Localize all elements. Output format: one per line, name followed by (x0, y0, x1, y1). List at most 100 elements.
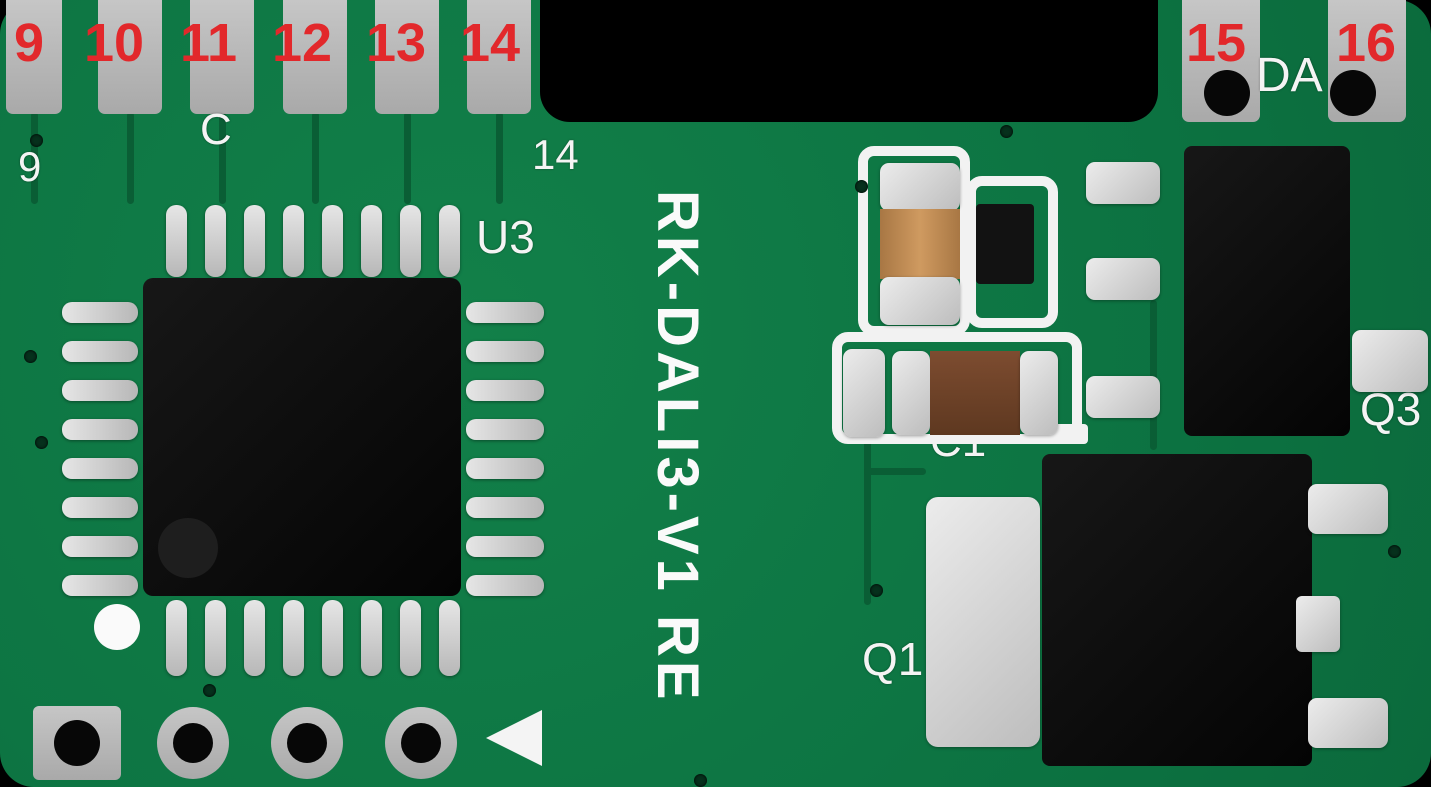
via-hole (694, 774, 707, 787)
copper-trace (31, 112, 38, 204)
pad-hole (54, 720, 100, 766)
transistor-q1-lead (1308, 484, 1388, 534)
chip-pin (439, 600, 460, 676)
capacitor-c1-terminal (1020, 351, 1058, 435)
chip-pin (322, 205, 343, 277)
via-hole (870, 584, 883, 597)
chip-pin (466, 575, 544, 596)
chip-pin (466, 380, 544, 401)
chip-pin (244, 600, 265, 676)
transistor-q3-lead (1086, 162, 1160, 204)
chip-pin (166, 600, 187, 676)
silkscreen-label-pin14: 14 (532, 131, 579, 178)
chip-pin (205, 600, 226, 676)
chip-pin (361, 600, 382, 676)
transistor-q1-body (1042, 454, 1312, 766)
component-outline (966, 176, 1058, 328)
capacitor-c1-terminal (892, 351, 930, 435)
chip-pin (466, 419, 544, 440)
via-hole (855, 180, 868, 193)
chip-pin (466, 302, 544, 323)
via-hole (35, 436, 48, 449)
transistor-q1-tab-pad (926, 497, 1040, 747)
pad-number-label-16: 16 (1336, 13, 1397, 73)
silkscreen-label-q3: Q3 (1360, 383, 1422, 435)
chip-pin1-dimple (158, 518, 218, 578)
silkscreen-label-c: C (200, 105, 232, 154)
chip-pin (62, 302, 138, 323)
copper-trace (496, 112, 503, 204)
pad-number-label-9: 9 (14, 13, 45, 73)
chip-pin (361, 205, 382, 277)
chip-pin (166, 205, 187, 277)
chip-pin (62, 497, 138, 518)
capacitor-c1-body (930, 351, 1020, 435)
pad-number-label-11: 11 (180, 13, 238, 73)
pad-hole (173, 723, 213, 763)
chip-pin (466, 536, 544, 557)
edge-pad-11 (190, 0, 254, 114)
pad-number-label-12: 12 (272, 13, 333, 73)
chip-pin (466, 341, 544, 362)
pad-number-label-14: 14 (460, 13, 521, 73)
castellation-hole-16 (1330, 70, 1376, 116)
edge-pad-14 (467, 0, 531, 114)
pad-number-label-13: 13 (366, 13, 427, 73)
component-outline (832, 332, 1082, 444)
chip-pin (62, 536, 138, 557)
silkscreen-model-text: RK-DALI3-V1 RE (645, 190, 710, 704)
capacitor-terminal (880, 277, 960, 325)
chip-pin (400, 205, 421, 277)
silkscreen-label-u3: U3 (476, 211, 535, 263)
via-hole (30, 134, 43, 147)
via-hole (24, 350, 37, 363)
capacitor-terminal (880, 163, 960, 211)
edge-pad-12 (283, 0, 347, 114)
board-edge-notch (540, 0, 1158, 122)
copper-trace (404, 112, 411, 204)
copper-trace (1150, 300, 1157, 450)
chip-pin (205, 205, 226, 277)
chip-pin (244, 205, 265, 277)
triangle-marker-icon (486, 710, 542, 766)
chip-pin (62, 458, 138, 479)
copper-trace (864, 468, 926, 475)
copper-trace (312, 112, 319, 204)
silkscreen-label-pin9: 9 (18, 143, 42, 190)
chip-pin (62, 341, 138, 362)
chip-pin (439, 205, 460, 277)
silkscreen-label-da: DA (1256, 49, 1323, 102)
pad-hole (287, 723, 327, 763)
pad-number-label-10: 10 (84, 13, 145, 73)
via-hole (1000, 125, 1013, 138)
edge-pad-9 (6, 0, 62, 114)
copper-trace (864, 440, 871, 605)
via-hole (1388, 545, 1401, 558)
edge-pad-13 (375, 0, 439, 114)
chip-pin (283, 205, 304, 277)
chip-pin (466, 497, 544, 518)
transistor-q1-lead (1296, 596, 1340, 652)
chip-pin (62, 380, 138, 401)
capacitor-body-tan (880, 209, 960, 279)
transistor-q3-body (1184, 146, 1350, 436)
chip-pin (62, 575, 138, 596)
chip-pin (322, 600, 343, 676)
transistor-q1-lead (1308, 698, 1388, 748)
transistor-q3-lead (1086, 376, 1160, 418)
chip-pin (283, 600, 304, 676)
transistor-q3-tab-pad (1352, 330, 1428, 392)
copper-trace (127, 112, 134, 204)
edge-pad-10 (98, 0, 162, 114)
solder-pad (843, 349, 885, 437)
via-hole (203, 684, 216, 697)
chip-pin (400, 600, 421, 676)
pad-number-label-15: 15 (1186, 13, 1247, 73)
chip-pin (62, 419, 138, 440)
copper-trace (219, 112, 226, 204)
silkscreen-label-q1: Q1 (862, 633, 924, 685)
pad-hole (401, 723, 441, 763)
silkscreen-pin1-dot (94, 604, 140, 650)
component-outline (858, 146, 970, 336)
